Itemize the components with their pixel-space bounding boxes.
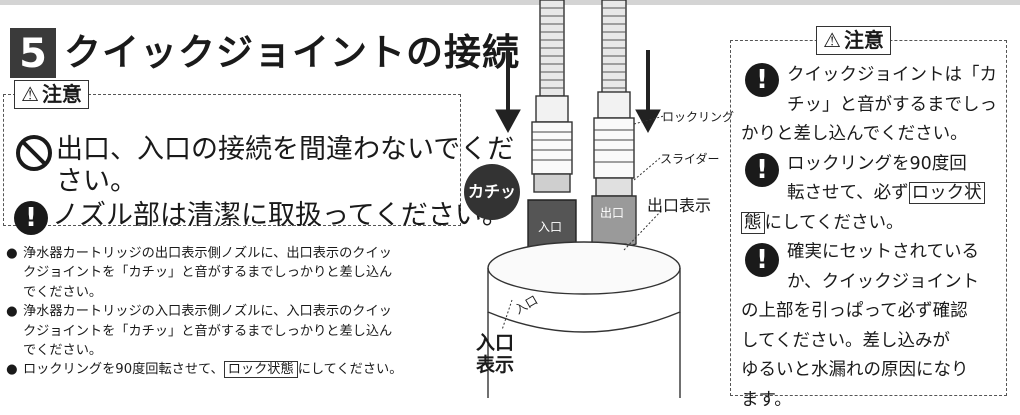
text-line: 態にしてください。 bbox=[741, 209, 1001, 239]
step-number-badge: 5 bbox=[10, 28, 56, 78]
text-span: 転させて、必ず bbox=[787, 183, 909, 203]
lock-state-box: 態 bbox=[741, 212, 765, 234]
prohibition-icon bbox=[16, 135, 52, 171]
list-item: ● 浄水器カートリッジの出口表示側ノズルに、出口表示のクイッ クジョイントを「カ… bbox=[6, 244, 461, 302]
warning-triangle-icon: ⚠ bbox=[21, 82, 39, 106]
list-item-line: でください。 bbox=[23, 341, 461, 360]
quick-joint-illustration: ロックリング スライダー 出口表示 出口 入口 入口 カチッ 入口 表示 bbox=[462, 0, 730, 398]
bullet-mark: ● bbox=[6, 360, 18, 379]
bullet-mark: ● bbox=[6, 244, 18, 263]
inlet-fitting-label: 入口 bbox=[538, 218, 562, 235]
caution-line-2: さい。 bbox=[56, 165, 137, 199]
inlet-display-label: 入口 表示 bbox=[476, 332, 514, 376]
caution-label: 注意 bbox=[42, 82, 82, 106]
text-span: ロックリングを90度回転させて、 bbox=[23, 362, 224, 377]
text-line: ます。 bbox=[741, 386, 1001, 415]
text-line: チッ」と音がするまでしっ bbox=[741, 91, 1001, 121]
text-line: かりと差し込んでください。 bbox=[741, 120, 1001, 150]
text-line: してください。差し込みが bbox=[741, 327, 1001, 357]
instruction-list: ● 浄水器カートリッジの出口表示側ノズルに、出口表示のクイッ クジョイントを「カ… bbox=[6, 244, 461, 380]
list-item: ● 浄水器カートリッジの入口表示側ノズルに、入口表示のクイッ クジョイントを「カ… bbox=[6, 302, 461, 360]
click-sound-badge: カチッ bbox=[464, 164, 520, 220]
text-line: 確実にセットされている bbox=[741, 238, 1001, 268]
inlet-display-line: 表示 bbox=[476, 354, 514, 376]
list-item-line: クジョイントを「カチッ」と音がするまでしっかりと差し込ん bbox=[23, 263, 461, 282]
text-line: か、クイックジョイント bbox=[741, 268, 1001, 298]
exclamation-icon: ! bbox=[14, 201, 48, 235]
section-title: クイックジョイントの接続 bbox=[64, 28, 520, 78]
text-line: クイックジョイントは「カ bbox=[741, 61, 1001, 91]
caution-box-right: ⚠注意 ! ! ! クイックジョイントは「カ チッ」と音がするまでしっ かりと差… bbox=[730, 40, 1007, 396]
list-item: ● ロックリングを90度回転させて、ロック状態にしてください。 bbox=[6, 360, 461, 379]
outlet-fitting-label: 出口 bbox=[600, 204, 624, 221]
caution-tag: ⚠注意 bbox=[816, 26, 891, 55]
list-item-line: 浄水器カートリッジの出口表示側ノズルに、出口表示のクイッ bbox=[23, 244, 461, 263]
caution-label: 注意 bbox=[844, 28, 884, 52]
inlet-display-line: 入口 bbox=[476, 332, 514, 354]
warning-triangle-icon: ⚠ bbox=[823, 28, 841, 52]
slider-label: スライダー bbox=[660, 150, 720, 167]
bullet-mark: ● bbox=[6, 302, 18, 321]
lock-state-box: ロック状 bbox=[909, 182, 985, 204]
caution-line-1: 出口、入口の接続を間違わないでくだ bbox=[56, 133, 514, 167]
caution-right-text: クイックジョイントは「カ チッ」と音がするまでしっ かりと差し込んでください。 … bbox=[741, 61, 1001, 415]
outlet-display-label: 出口表示 bbox=[647, 192, 711, 216]
text-line: ロックリングを90度回 bbox=[741, 150, 1001, 180]
list-item-line: でください。 bbox=[23, 283, 461, 302]
caution-tag: ⚠注意 bbox=[14, 80, 89, 109]
list-item-line: 浄水器カートリッジの入口表示側ノズルに、入口表示のクイッ bbox=[23, 302, 461, 321]
list-item-line: クジョイントを「カチッ」と音がするまでしっかりと差し込ん bbox=[23, 322, 461, 341]
list-item-line: ロックリングを90度回転させて、ロック状態にしてください。 bbox=[23, 360, 461, 379]
lock-state-box: ロック状態 bbox=[224, 361, 298, 378]
text-span: にしてください。 bbox=[298, 362, 403, 377]
caution-box-left: ⚠注意 出口、入口の接続を間違わないでくだ さい。 ! ノズル部は清潔に取扱って… bbox=[3, 94, 461, 226]
text-line: 転させて、必ずロック状 bbox=[741, 179, 1001, 209]
caution-line-3: ノズル部は清潔に取扱ってください。 bbox=[52, 199, 509, 233]
text-line: ゆるいと水漏れの原因になり bbox=[741, 356, 1001, 386]
text-span: にしてください。 bbox=[765, 213, 904, 233]
lock-ring-label: ロックリング bbox=[662, 108, 734, 125]
text-line: の上部を引っぱって必ず確認 bbox=[741, 297, 1001, 327]
